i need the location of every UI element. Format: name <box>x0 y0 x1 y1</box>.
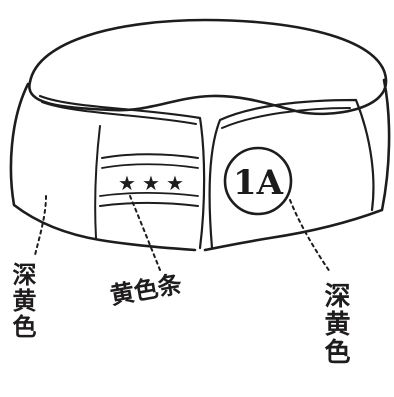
star-panel-lower-line <box>99 192 199 197</box>
front-flap-right <box>208 98 375 250</box>
star-icon: ★ <box>142 171 160 195</box>
star-icon: ★ <box>166 171 184 195</box>
label-right-badge: 深黄色 <box>320 282 350 366</box>
star-panel-bottom-line <box>99 202 199 207</box>
star-icon: ★ <box>118 171 136 195</box>
hat-band-left-wall <box>9 82 197 252</box>
front-flap-right-rim <box>221 107 351 129</box>
front-flap-left <box>38 94 206 250</box>
star-panel-upper-line <box>101 163 199 169</box>
leader-left-band <box>34 195 47 256</box>
hat-band-right-wall <box>203 78 391 252</box>
badge-emblem: 1A <box>233 163 284 203</box>
star-panel-top-line <box>101 153 199 159</box>
front-flap-left-rim <box>41 101 197 125</box>
badge-circle <box>223 146 293 216</box>
label-left-band: 深黄色 <box>8 262 37 340</box>
left-flap-seam <box>94 125 101 239</box>
leader-star-panel <box>129 195 161 271</box>
leader-right-badge <box>289 199 331 273</box>
hat-top-oval <box>28 18 388 116</box>
